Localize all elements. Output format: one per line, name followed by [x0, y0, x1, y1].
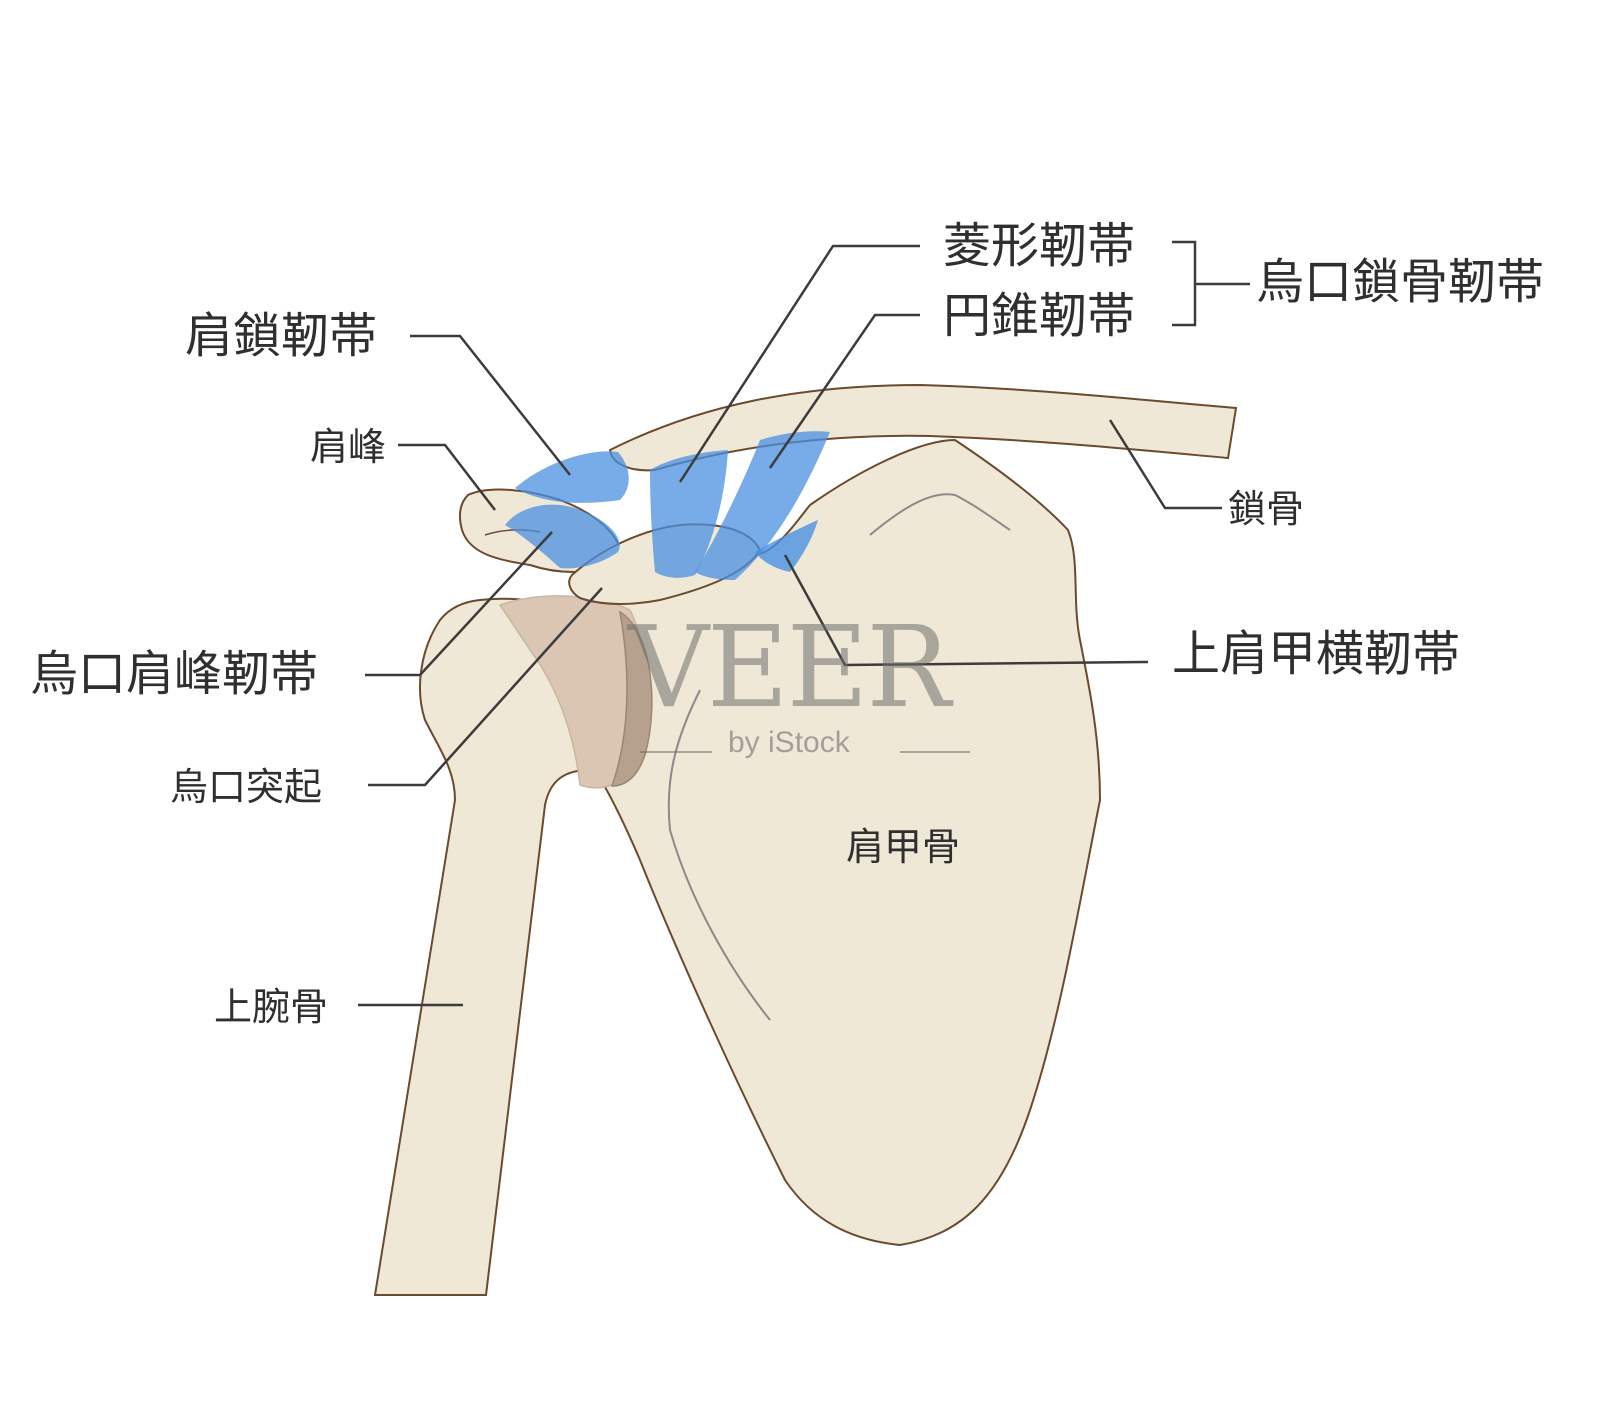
label-scapula: 肩甲骨 — [846, 825, 961, 869]
label-conoid-ligament: 円錐靭帯 — [943, 288, 1136, 344]
label-acromion: 肩峰 — [310, 425, 387, 469]
leader-coracoid — [368, 587, 603, 787]
superior-transverse-scapular-ligament — [755, 520, 818, 572]
coracoacromial-ligament — [505, 504, 620, 569]
leader-acromioclavicular — [410, 334, 571, 476]
label-clavicle: 鎖骨 — [1228, 487, 1305, 531]
label-coracoacromial-ligament: 烏口肩峰靭帯 — [30, 646, 319, 702]
watermark-brand: VEER — [628, 603, 951, 733]
trapezoid-ligament — [650, 450, 728, 578]
label-trapezoid-ligament: 菱形靭帯 — [943, 218, 1136, 274]
leader-acromion — [398, 443, 496, 511]
label-humerus: 上腕骨 — [214, 985, 329, 1029]
label-coracoid-process: 烏口突起 — [170, 765, 323, 809]
leader-coracoacromial — [365, 531, 553, 677]
humerus — [373, 597, 602, 1296]
label-acromioclavicular-ligament: 肩鎖靭帯 — [185, 308, 378, 364]
watermark-sub: by iStock — [728, 726, 850, 759]
scapula-spine-line — [869, 493, 1011, 536]
leader-superior-transverse — [783, 554, 1149, 667]
leader-conoid — [768, 313, 920, 469]
leader-clavicle — [1108, 419, 1222, 510]
conoid-ligament — [695, 431, 830, 580]
leader-trapezoid — [678, 244, 920, 483]
label-coracoclavicular-ligament: 烏口鎖骨靭帯 — [1256, 254, 1545, 310]
glenoid-rim — [610, 610, 653, 787]
bracket-coracoclavicular — [1172, 240, 1197, 327]
scapula-border-line — [667, 689, 771, 1021]
label-superior-transverse-scapular-ligament: 上肩甲横靭帯 — [1172, 626, 1461, 682]
acromioclavicular-ligament — [515, 451, 629, 503]
leader-lines — [358, 240, 1250, 1007]
